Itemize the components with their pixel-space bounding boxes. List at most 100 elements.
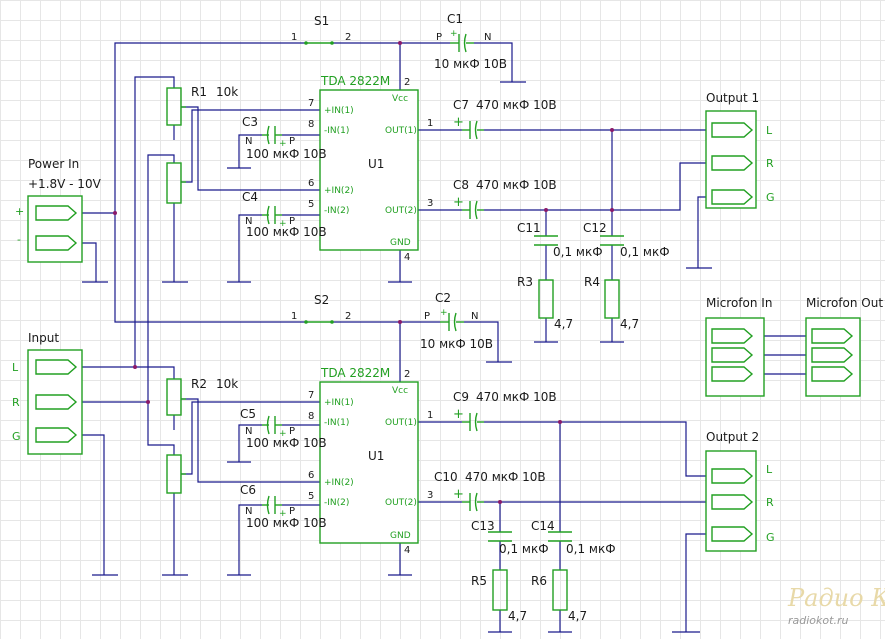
c2-n: N — [471, 311, 478, 322]
c10-label: C10 — [434, 470, 458, 484]
c12-label: C12 — [583, 221, 607, 235]
ic-top-out2: OUT(2) — [385, 206, 417, 216]
capacitor-c11: C11 0,1 мкФ — [517, 221, 603, 259]
c1-label: C1 — [447, 12, 463, 26]
ic-bottom-pin1: 1 — [427, 410, 433, 421]
out2-g: G — [766, 531, 775, 544]
c14-label: C14 — [531, 519, 555, 533]
ic-bottom-gnd: GND — [390, 531, 411, 541]
out1-l: L — [766, 124, 773, 137]
input-r: R — [12, 396, 20, 409]
c4-n: N — [245, 216, 252, 227]
ic-bottom-ref: U1 — [368, 449, 384, 463]
ic-top-ref: U1 — [368, 157, 384, 171]
c9-value: 470 мкФ 10В — [476, 390, 557, 404]
micin-title: Microfon In — [706, 296, 772, 310]
out1-r: R — [766, 157, 774, 170]
ic-top-name: TDA 2822M — [320, 74, 390, 88]
connector-input: Input L R G — [12, 331, 83, 455]
potentiometer-r1: R1 10k — [166, 85, 238, 204]
ic-bottom-name: TDA 2822M — [320, 366, 390, 380]
watermark: Радио КОТ radiokot.ru — [787, 584, 885, 627]
capacitor-c7: + C7 470 мкФ 10В — [453, 98, 557, 140]
potentiometer-r2: R2 10k — [166, 377, 238, 494]
ic-top-pin6: 6 — [308, 178, 314, 189]
out2-r: R — [766, 496, 774, 509]
power-title: Power In — [28, 157, 79, 171]
ic-top-vcc: Vcc — [392, 94, 408, 104]
ic-bottom-pin6: 6 — [308, 470, 314, 481]
ic-bottom-pin5: 5 — [308, 491, 314, 502]
r4-value: 4,7 — [620, 317, 639, 331]
c4-label: C4 — [242, 190, 258, 204]
capacitor-c6: + C6 N P 100 мкФ 10В — [240, 483, 327, 530]
ic-top-pin7: 7 — [308, 98, 314, 109]
c2-p: P — [424, 311, 430, 322]
ic-top-in2p: +IN(2) — [324, 186, 354, 196]
r3-value: 4,7 — [554, 317, 573, 331]
connector-microfon-in: Microfon In — [705, 296, 772, 397]
ic-bottom-in1p: +IN(1) — [324, 398, 354, 408]
c2-value: 10 мкФ 10В — [420, 337, 493, 351]
c12-value: 0,1 мкФ — [620, 245, 670, 259]
resistor-r5: R5 4,7 — [471, 569, 527, 623]
resistor-r4: R4 4,7 — [584, 275, 639, 331]
r5-value: 4,7 — [508, 609, 527, 623]
ic-top-pin2: 2 — [404, 77, 410, 88]
svg-text:+: + — [450, 29, 458, 39]
r2-value: 10k — [216, 377, 238, 391]
r1-label: R1 — [191, 85, 207, 99]
power-minus: - — [17, 233, 21, 246]
input-l: L — [12, 361, 19, 374]
connector-power-in: Power In +1.8V - 10V + - — [15, 157, 102, 263]
capacitor-c2: + C2 P N 10 мкФ 10В — [420, 291, 493, 351]
input-g: G — [12, 430, 21, 443]
switch-s1: S1 1 2 — [291, 14, 351, 45]
ic-u1-bottom: TDA 2822M U1 Vcc GND +IN(1) -IN(1) +IN(2… — [308, 366, 433, 556]
r4-label: R4 — [584, 275, 600, 289]
ic-top-out1: OUT(1) — [385, 126, 417, 136]
c1-p: P — [436, 32, 442, 43]
wires — [82, 42, 808, 633]
capacitor-c10: + C10 470 мкФ 10В — [434, 470, 546, 512]
c3-value: 100 мкФ 10В — [246, 147, 327, 161]
r5-label: R5 — [471, 574, 487, 588]
capacitor-c1: + C1 P N 10 мкФ 10В — [434, 12, 507, 71]
resistor-r3: R3 4,7 — [517, 275, 573, 331]
svg-text:+: + — [279, 509, 287, 519]
ic-bottom-in1n: -IN(1) — [324, 418, 349, 428]
ic-u1-top: TDA 2822M U1 Vcc GND +IN(1) -IN(1) +IN(2… — [308, 74, 433, 263]
c5-p: P — [289, 426, 295, 437]
c7-label: C7 — [453, 98, 469, 112]
svg-text:+: + — [453, 487, 464, 502]
ic-top-pin4: 4 — [404, 252, 410, 263]
ic-bottom-pin8: 8 — [308, 411, 314, 422]
c1-n: N — [484, 32, 491, 43]
connector-microfon-out: Microfon Out — [805, 296, 883, 397]
c7-value: 470 мкФ 10В — [476, 98, 557, 112]
c3-p: P — [289, 136, 295, 147]
ic-top-pin1: 1 — [427, 118, 433, 129]
capacitor-c3: + C3 N P 100 мкФ 10В — [242, 115, 327, 161]
capacitor-c12: C12 0,1 мкФ — [583, 221, 670, 259]
c10-value: 470 мкФ 10В — [465, 470, 546, 484]
ic-bottom-pin3: 3 — [427, 490, 433, 501]
capacitor-c5: + C5 N P 100 мкФ 10В — [240, 407, 327, 450]
out1-title: Output 1 — [706, 91, 759, 105]
ic-top-pin3: 3 — [427, 198, 433, 209]
ic-bottom-in2n: -IN(2) — [324, 498, 349, 508]
ic-bottom-in2p: +IN(2) — [324, 478, 354, 488]
ic-top-in2n: -IN(2) — [324, 206, 349, 216]
c6-p: P — [289, 506, 295, 517]
svg-text:+: + — [279, 429, 287, 439]
micout-title: Microfon Out — [806, 296, 883, 310]
switch-s2: S2 1 2 — [291, 293, 351, 324]
c2-label: C2 — [435, 291, 451, 305]
s2-pin1: 1 — [291, 311, 297, 322]
ic-bottom-vcc: Vcc — [392, 386, 408, 396]
capacitor-c4: + C4 N P 100 мкФ 10В — [242, 190, 327, 239]
ic-top-gnd: GND — [390, 238, 411, 248]
c13-label: C13 — [471, 519, 495, 533]
